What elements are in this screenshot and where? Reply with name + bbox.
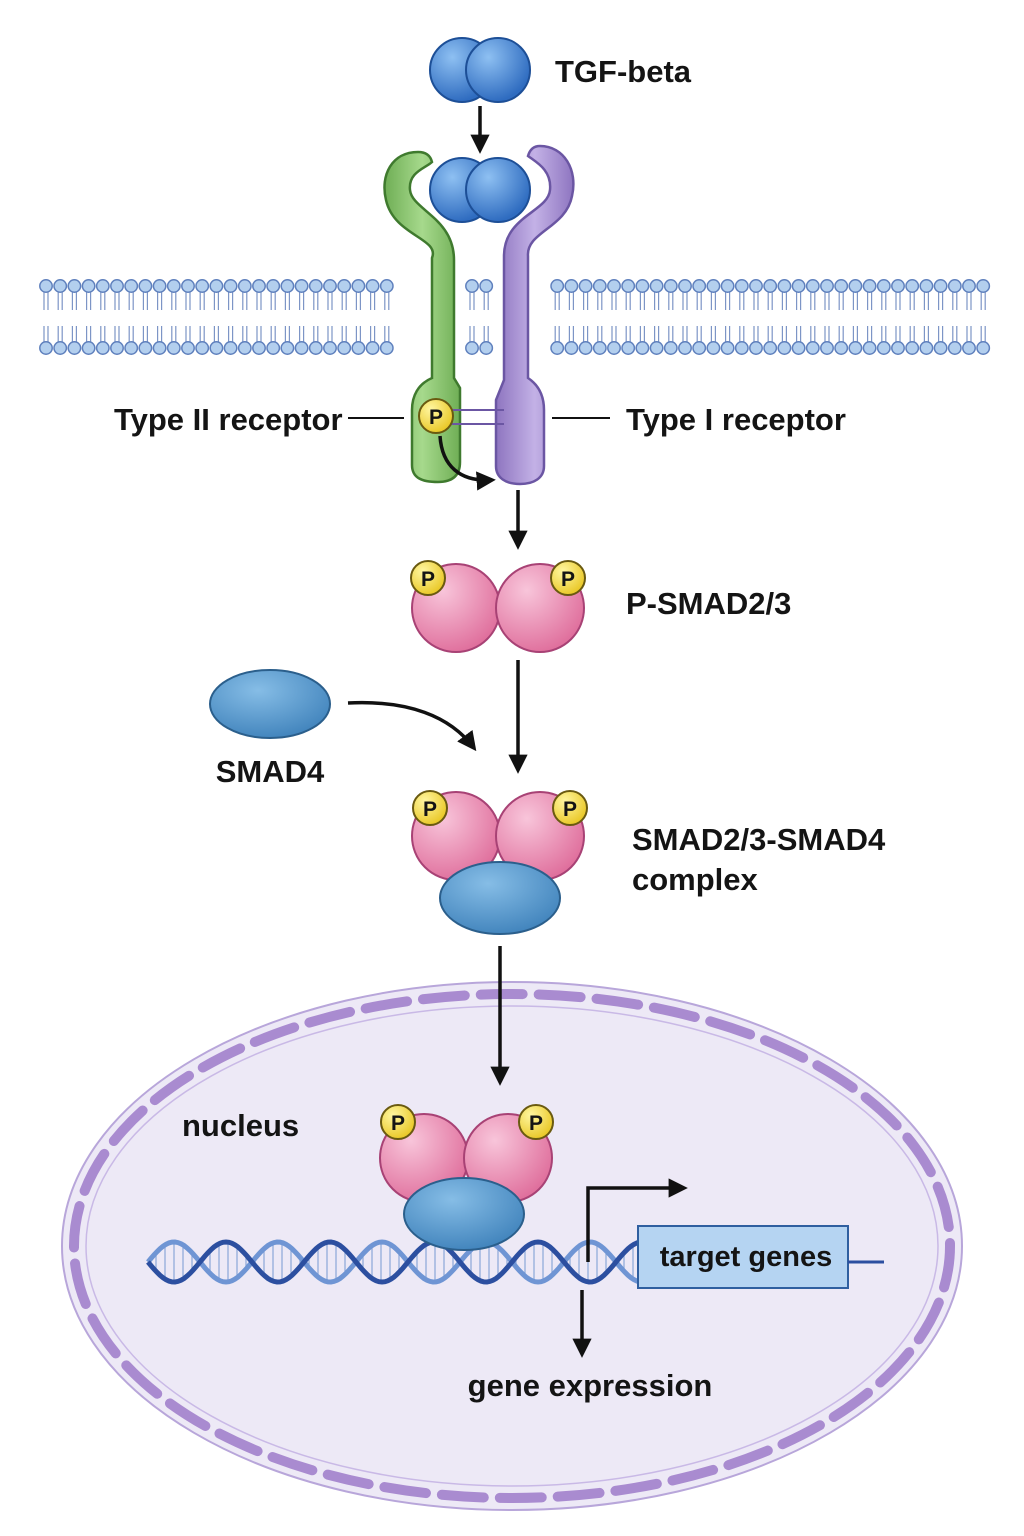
type2-receptor-label: Type II receptor — [114, 402, 343, 437]
dna-double-helix — [146, 1239, 641, 1285]
receptor-phosphate-group: P — [418, 398, 454, 434]
transphosphorylation-arrow — [438, 435, 496, 491]
bound-tgf-beta-ligand — [429, 157, 531, 223]
ligand-label: TGF-beta — [555, 54, 692, 89]
svg-text:P: P — [529, 1112, 543, 1135]
complex-phosphate-right: P — [552, 790, 588, 826]
svg-text:P: P — [421, 568, 435, 591]
nuclear-complex-phosphate-right: P — [518, 1104, 554, 1140]
smad4-label: SMAD4 — [216, 754, 325, 789]
complex-label-line1: SMAD2/3-SMAD4 — [632, 822, 886, 857]
transcription-start-arrow — [586, 1178, 688, 1262]
smad4-protein — [209, 669, 331, 739]
psmad-label: P-SMAD2/3 — [626, 586, 791, 621]
svg-text:P: P — [391, 1112, 405, 1135]
nuclear-complex-phosphate-left: P — [380, 1104, 416, 1140]
psmad23-phosphate-left: P — [410, 560, 446, 596]
nuclear-envelope — [69, 989, 955, 1503]
psmad23-phosphate-right: P — [550, 560, 586, 596]
nuclear-envelope-inner — [85, 1005, 939, 1487]
complex-label-line2: complex — [632, 862, 759, 897]
tgf-beta-ligand — [429, 37, 531, 103]
nucleus — [61, 981, 963, 1511]
target-genes-label: target genes — [660, 1241, 832, 1273]
svg-text:P: P — [561, 568, 575, 591]
complex-phosphate-left: P — [412, 790, 448, 826]
type1-receptor-label: Type I receptor — [626, 402, 846, 437]
nucleus-label: nucleus — [182, 1108, 299, 1143]
svg-text:P: P — [423, 798, 437, 821]
gene-expression-label: gene expression — [468, 1368, 713, 1403]
smad4-joining-arrow — [347, 700, 477, 752]
svg-text:P: P — [563, 798, 577, 821]
type1-receptor — [494, 144, 575, 486]
target-genes-box — [637, 1225, 849, 1289]
svg-text:P: P — [429, 406, 443, 429]
cell-membrane-bilayer — [39, 279, 991, 355]
